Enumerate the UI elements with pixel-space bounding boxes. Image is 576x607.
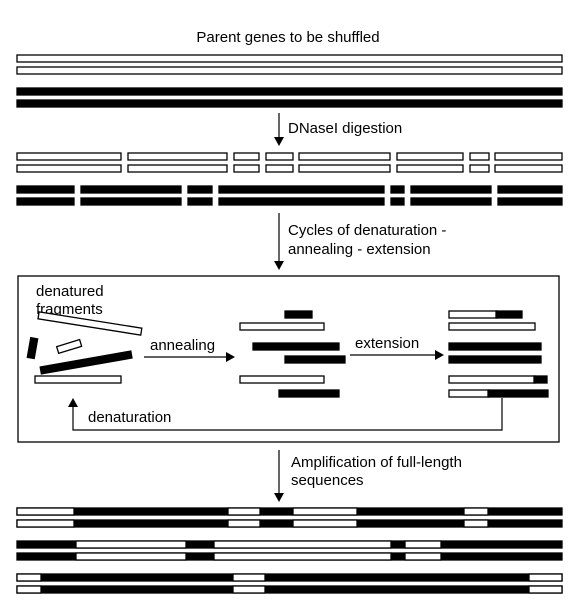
- denatured-fragments: [26, 311, 143, 384]
- parent-black-strand: [16, 87, 563, 96]
- title: Parent genes to be shuffled: [196, 29, 379, 46]
- parent-black-strand: [16, 99, 563, 108]
- parent-white-strand: [16, 66, 563, 75]
- digested-fragments: [16, 152, 563, 206]
- arrow-extension: [350, 350, 444, 360]
- step-cycles-label-1: Cycles of denaturation -: [288, 222, 446, 239]
- shuffled-products: [16, 507, 563, 594]
- step-cycles-label-2: annealing - extension: [288, 241, 431, 258]
- extension-label: extension: [355, 335, 419, 352]
- step-amplification-label-2: sequences: [291, 472, 364, 489]
- step-amplification-label-1: Amplification of full-length: [291, 454, 462, 471]
- arrow-amplification: [274, 450, 284, 502]
- denaturation-label: denaturation: [88, 409, 171, 426]
- arrow-annealing: [144, 352, 235, 362]
- arrow-denaturation: [68, 398, 503, 431]
- step-digestion-label: DNaseI digestion: [288, 120, 402, 137]
- denatured-label-1: denatured: [36, 283, 104, 300]
- annealed-duplexes: [239, 310, 346, 398]
- annealing-label: annealing: [150, 337, 215, 354]
- arrow-cycles: [274, 213, 284, 270]
- extended-duplexes: [448, 310, 549, 398]
- cycle-box: [17, 275, 560, 443]
- parent-genes: [16, 54, 563, 108]
- parent-white-strand: [16, 54, 563, 63]
- arrow-digestion: [274, 113, 284, 146]
